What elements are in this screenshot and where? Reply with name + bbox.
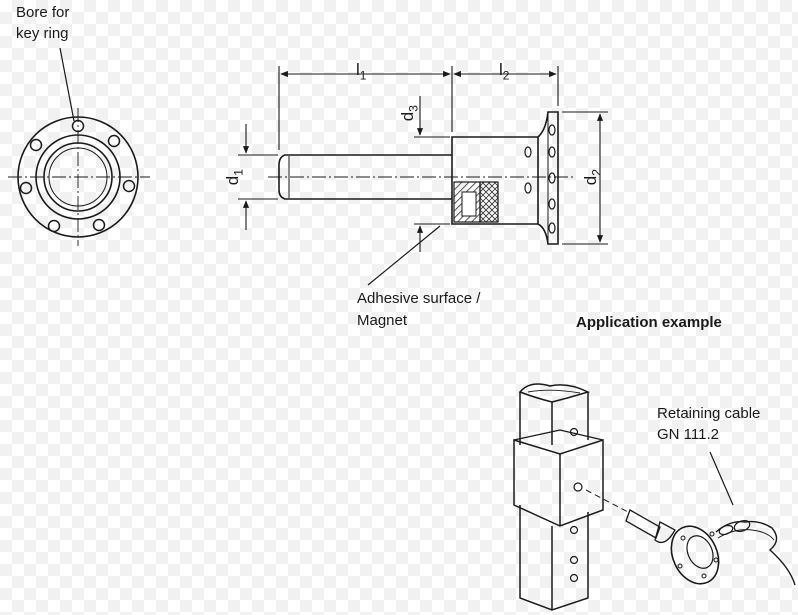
upper-tube (519, 392, 589, 445)
flange-bores (19, 119, 136, 233)
adhesive-label-line2: Magnet (357, 312, 408, 329)
retaining-cable (715, 520, 796, 586)
dimension-d1: d1 (222, 169, 246, 186)
application-title: Application example (576, 314, 722, 331)
dimension-d3: d3 (397, 105, 421, 122)
application-sketch (513, 383, 796, 611)
front-view (8, 47, 150, 246)
center-lines (8, 108, 150, 246)
pin-shaft (278, 154, 452, 200)
lower-tube (519, 505, 589, 611)
side-view (268, 111, 575, 245)
bore-leader-line (59, 47, 75, 122)
dimension-l2: l2 (499, 60, 510, 83)
dimension-l1: l1 (356, 60, 367, 83)
cable-label-line2: GN 111.2 (657, 426, 719, 443)
app-head-bores (677, 531, 719, 579)
pin-head (537, 111, 559, 245)
dimension-d2: d2 (580, 169, 604, 186)
adhesive-label-line1: Adhesive surface / (357, 290, 481, 307)
outer-sleeve (513, 438, 604, 527)
bore-label-line1: Bore for (16, 4, 70, 21)
adhesive-section (479, 181, 499, 223)
dimension-lines (238, 66, 608, 286)
cable-label-line1: Retaining cable (657, 405, 761, 422)
bore-label-line2: key ring (16, 25, 69, 42)
app-pin-shaft (625, 509, 661, 539)
head-bores (524, 124, 556, 234)
app-pin-head (670, 525, 720, 585)
